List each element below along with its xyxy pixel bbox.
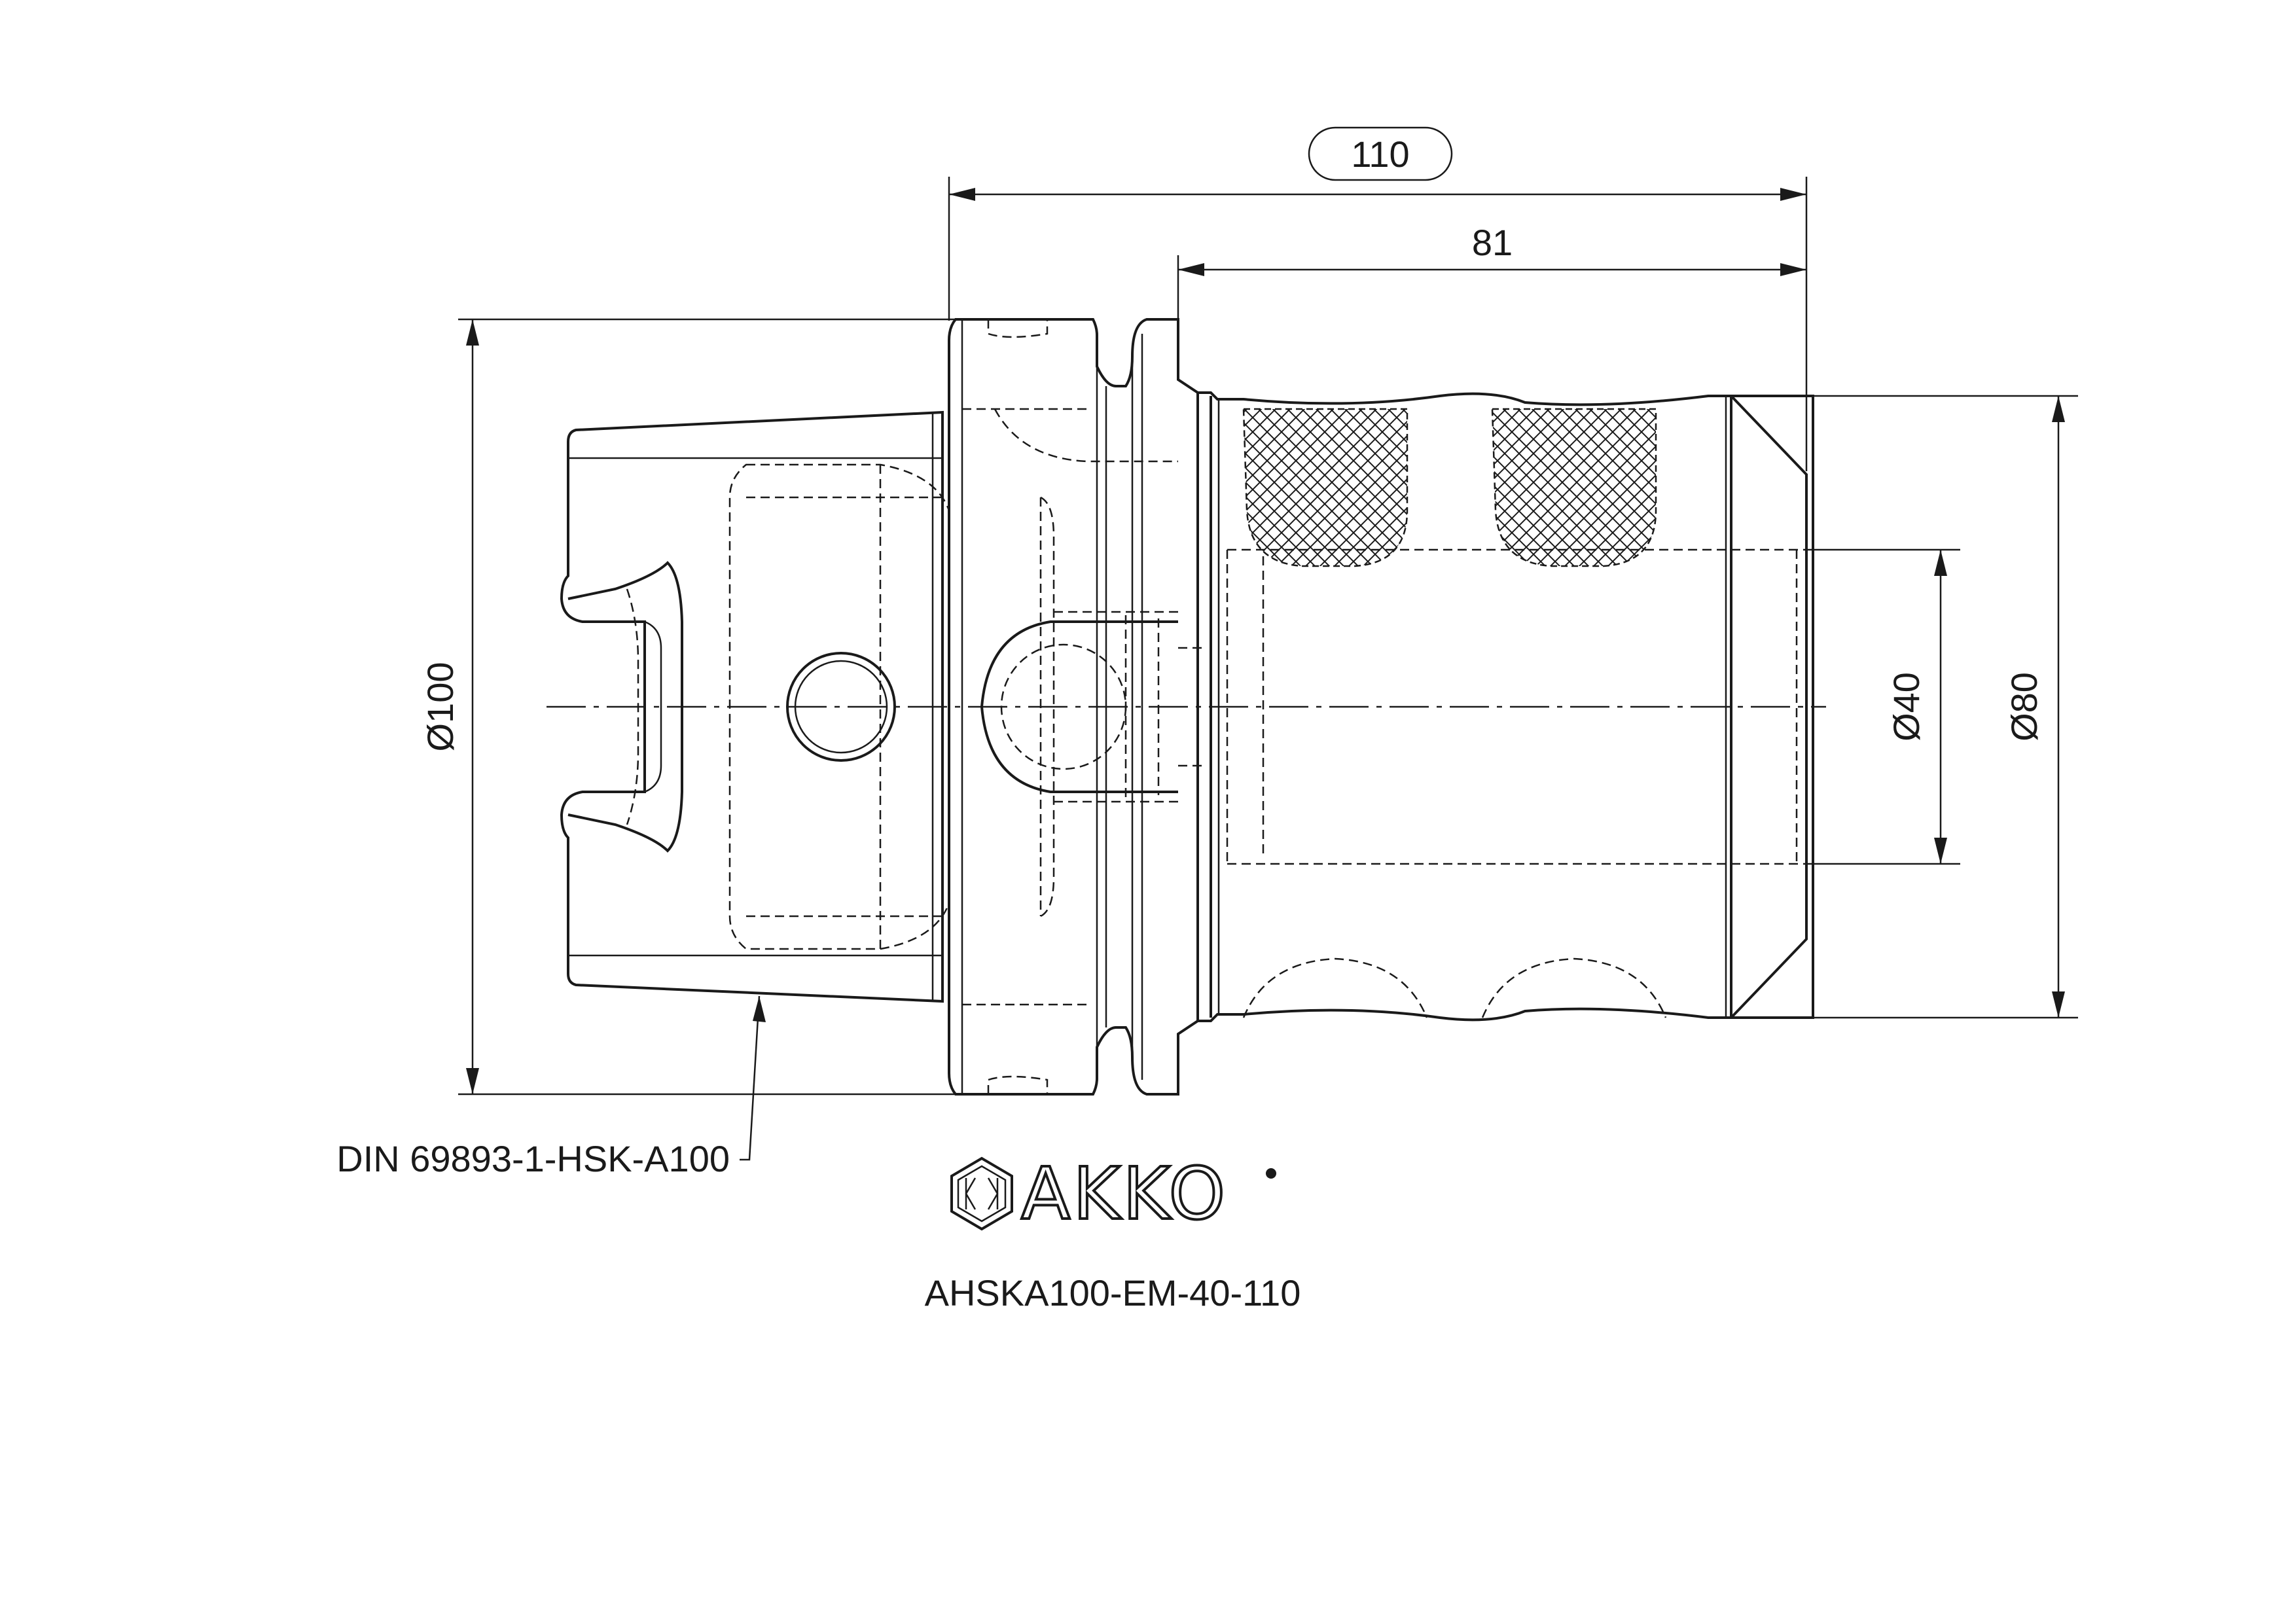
dimension-d80-label: Ø80 <box>2003 672 2045 741</box>
dimension-d40-label: Ø40 <box>1886 672 1927 741</box>
dimension-d40: Ø40 <box>1806 548 1960 865</box>
standard-leader: DIN 69893-1-HSK-A100 <box>336 995 766 1179</box>
dimension-d100: Ø100 <box>420 318 956 1096</box>
akko-brand-text: AKKO <box>1021 1152 1228 1236</box>
dimension-110-label: 110 <box>1351 134 1409 175</box>
hsk-taper-shank <box>560 410 950 1003</box>
part-number-label: AHSKA100-EM-40-110 <box>925 1272 1301 1313</box>
dimension-81-label: 81 <box>1472 222 1513 263</box>
flange <box>948 318 1204 1096</box>
dimension-d80: Ø80 <box>1731 395 2078 1019</box>
dimension-110: 110 <box>948 126 1808 471</box>
dimension-110-frame <box>1308 126 1453 181</box>
akko-logo: AKKO <box>950 1150 1276 1237</box>
akko-hexagon-logo-icon <box>950 1156 1013 1231</box>
dimension-d100-label: Ø100 <box>420 662 461 752</box>
holder-body <box>1198 391 1814 1022</box>
standard-label: DIN 69893-1-HSK-A100 <box>336 1138 730 1179</box>
registered-mark-icon <box>1266 1168 1276 1179</box>
dimension-81: 81 <box>1177 222 1806 321</box>
